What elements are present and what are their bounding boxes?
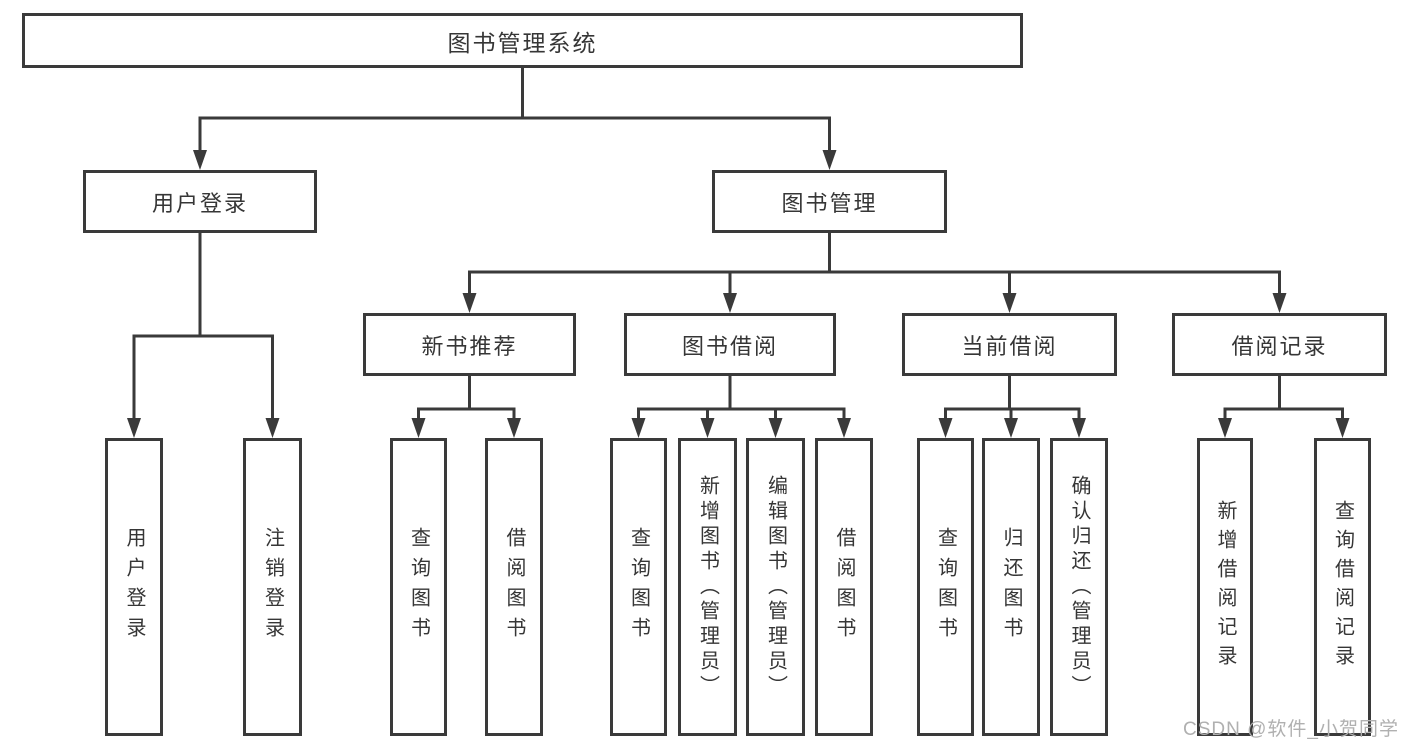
node-new-book-rec: 新书推荐 <box>363 313 576 376</box>
node-v-add-record: 新增借阅记录 <box>1197 438 1253 736</box>
node-v-edit-book: 编辑图书（管理员） <box>746 438 805 736</box>
node-book-mgmt: 图书管理 <box>712 170 947 233</box>
node-v-return-book: 归还图书 <box>982 438 1040 736</box>
node-v-borrow-book-1: 借阅图书 <box>485 438 543 736</box>
node-v-query-book-2: 查询图书 <box>610 438 667 736</box>
node-v-borrow-book-2: 借阅图书 <box>815 438 873 736</box>
watermark: CSDN @软件_小贺同学 <box>1183 719 1399 740</box>
node-borrow-record: 借阅记录 <box>1172 313 1387 376</box>
node-v-confirm-return: 确认归还（管理员） <box>1050 438 1108 736</box>
node-current-borrow: 当前借阅 <box>902 313 1117 376</box>
node-v-query-book-3: 查询图书 <box>917 438 974 736</box>
node-v-query-book-1: 查询图书 <box>390 438 447 736</box>
node-v-query-record: 查询借阅记录 <box>1314 438 1371 736</box>
node-root: 图书管理系统 <box>22 13 1023 68</box>
node-user-login: 用户登录 <box>83 170 317 233</box>
node-v-user-login: 用户登录 <box>105 438 163 736</box>
node-book-borrow: 图书借阅 <box>624 313 836 376</box>
node-v-add-book: 新增图书（管理员） <box>678 438 737 736</box>
node-v-logout: 注销登录 <box>243 438 302 736</box>
